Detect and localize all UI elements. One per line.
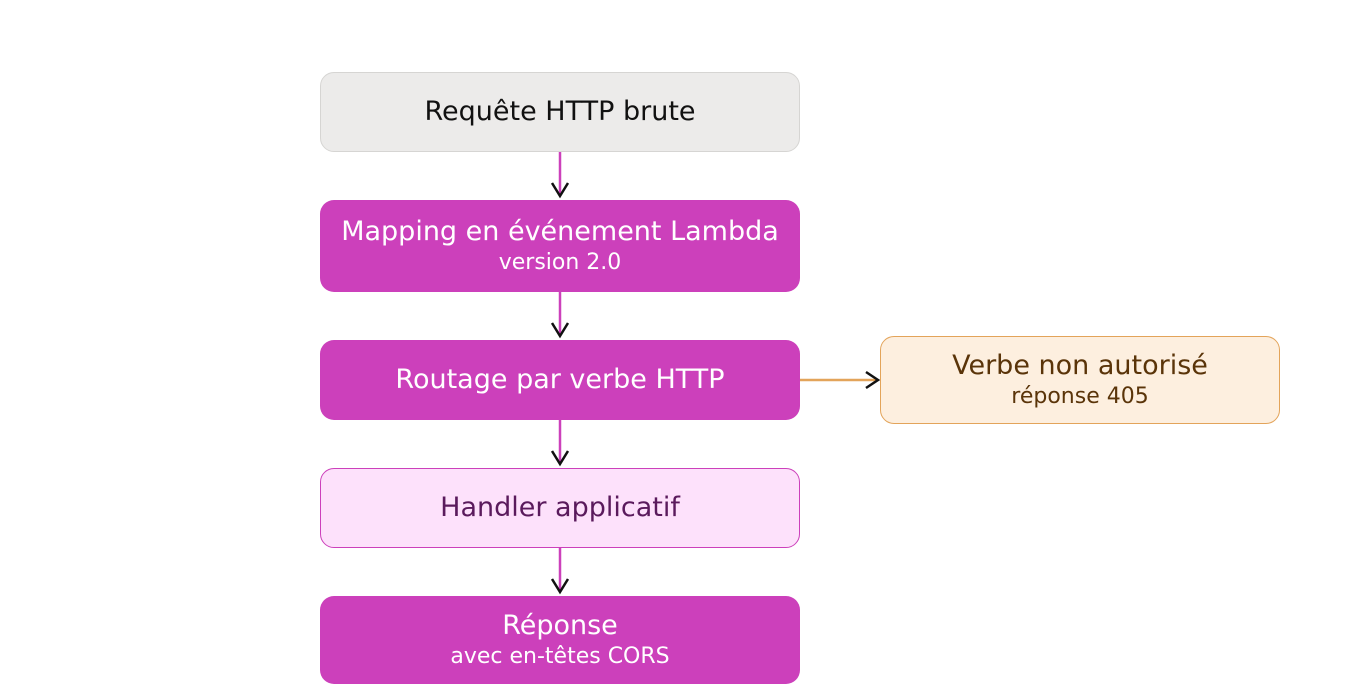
arrow-mapping-to-routing	[550, 292, 570, 339]
node-lambda-mapping-subtitle: version 2.0	[498, 250, 622, 275]
node-lambda-mapping-title: Mapping en événement Lambda	[341, 216, 779, 247]
arrow-handler-to-response	[550, 548, 570, 595]
node-raw-request: Requête HTTP brute	[320, 72, 800, 152]
node-verb-not-allowed-subtitle: réponse 405	[1011, 384, 1149, 409]
node-http-verb-routing: Routage par verbe HTTP	[320, 340, 800, 420]
node-response-subtitle: avec en-têtes CORS	[450, 644, 670, 669]
node-app-handler-title: Handler applicatif	[440, 492, 680, 523]
node-http-verb-routing-title: Routage par verbe HTTP	[395, 364, 725, 395]
arrow-request-to-mapping	[550, 152, 570, 199]
node-lambda-mapping: Mapping en événement Lambda version 2.0	[320, 200, 800, 292]
node-app-handler: Handler applicatif	[320, 468, 800, 548]
node-raw-request-title: Requête HTTP brute	[424, 96, 696, 127]
node-response: Réponse avec en-têtes CORS	[320, 596, 800, 684]
arrow-routing-to-not-allowed	[800, 370, 881, 390]
node-response-title: Réponse	[502, 610, 618, 641]
node-verb-not-allowed: Verbe non autorisé réponse 405	[880, 336, 1280, 424]
arrow-routing-to-handler	[550, 420, 570, 467]
node-verb-not-allowed-title: Verbe non autorisé	[952, 350, 1208, 381]
